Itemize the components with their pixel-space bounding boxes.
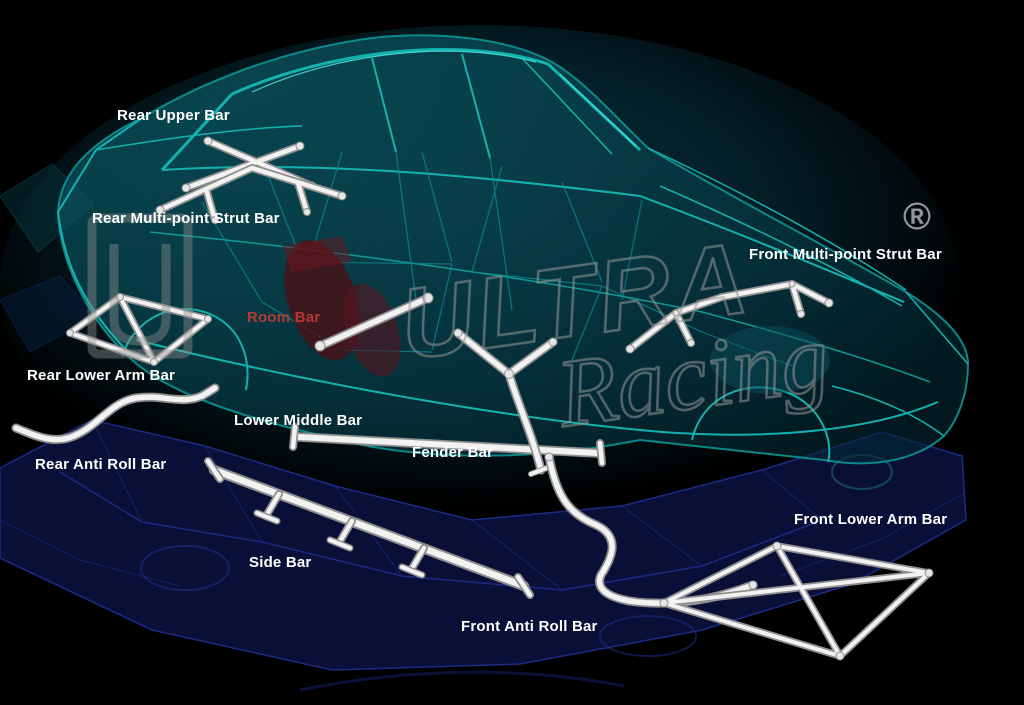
- label-rear-lower-arm-bar: Rear Lower Arm Bar: [27, 367, 176, 384]
- label-front-multi-point-strut-bar: Front Multi-point Strut Bar: [749, 246, 942, 263]
- rear-upper-bar-part: [181, 136, 317, 193]
- label-lower-middle-bar: Lower Middle Bar: [234, 412, 363, 429]
- label-front-lower-arm-bar: Front Lower Arm Bar: [794, 511, 948, 528]
- white-bars: [11, 136, 934, 661]
- label-side-bar: Side Bar: [249, 554, 312, 571]
- rear-anti-roll-bar-part: [11, 383, 220, 445]
- rear-multi-point-strut-bar-part: [155, 164, 347, 224]
- label-room-bar: Room Bar: [247, 309, 321, 326]
- label-rear-upper-bar: Rear Upper Bar: [117, 107, 230, 124]
- label-rear-multi-point-strut-bar: Rear Multi-point Strut Bar: [92, 210, 280, 227]
- label-rear-anti-roll-bar: Rear Anti Roll Bar: [35, 456, 167, 473]
- label-front-anti-roll-bar: Front Anti Roll Bar: [461, 618, 598, 635]
- ultra-racing-logo-icon: [87, 213, 193, 359]
- label-fender-bar: Fender Bar: [412, 444, 494, 461]
- rear-lower-arm-bar-part: [66, 293, 212, 366]
- room-bar-part: [314, 292, 434, 352]
- side-bar-part: [204, 457, 534, 599]
- front-lower-arm-bar-part: [659, 541, 934, 661]
- registered-trademark-symbol: ®: [903, 196, 931, 238]
- car-body-shell: [56, 34, 970, 465]
- front-multi-point-strut-bar-part: [625, 280, 834, 354]
- lower-middle-bar-part: [289, 423, 606, 467]
